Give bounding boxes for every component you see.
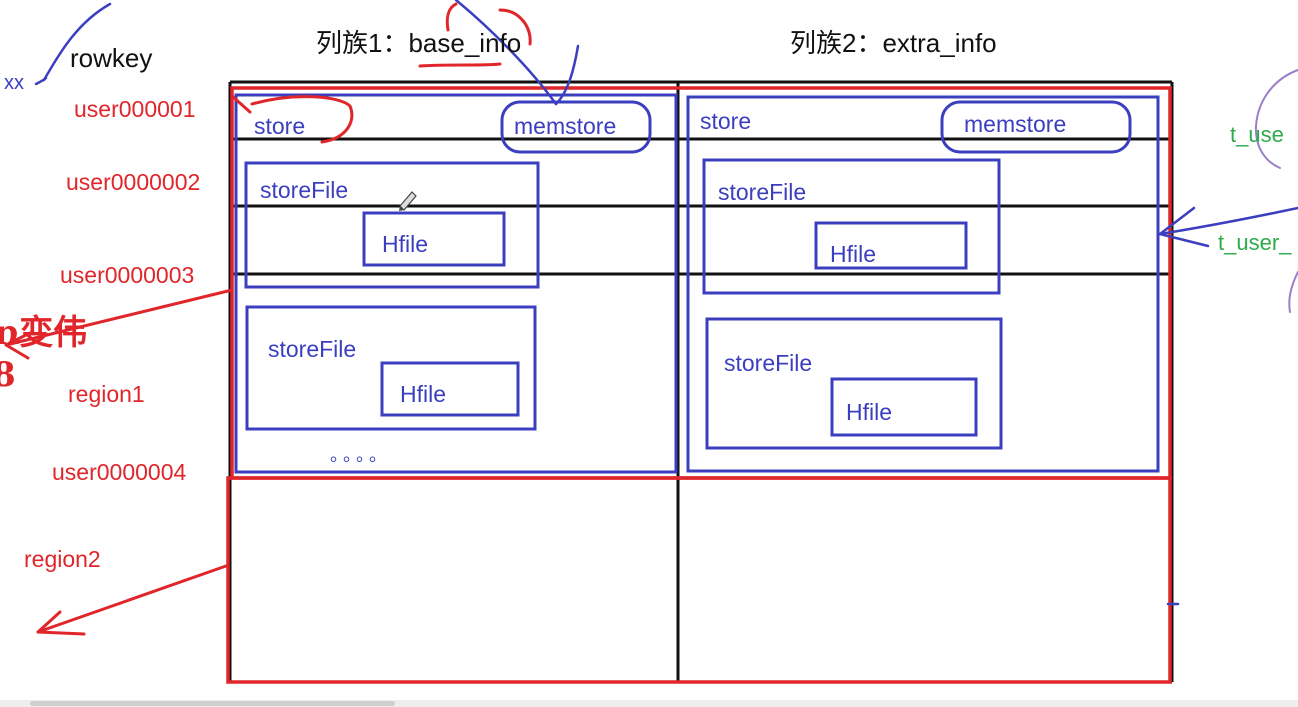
cf2-hfile2-label: Hfile xyxy=(846,399,893,425)
store-box-cf1 xyxy=(234,93,678,474)
region2-label: region2 xyxy=(24,546,101,572)
left-digit-fragment: 8 xyxy=(0,355,16,395)
rowkey-user2: user0000002 xyxy=(66,169,201,195)
cf2-storefile2-label: storeFile xyxy=(724,350,813,376)
right-pointer-line xyxy=(1158,206,1298,236)
right-arrow-head xyxy=(1158,206,1210,248)
right-top-label: t_use xyxy=(1230,122,1284,147)
stores xyxy=(234,93,1160,474)
cf2-header: 列族2：extra_info xyxy=(790,28,997,58)
cf1-memstore-label: memstore xyxy=(514,113,617,139)
rowkey-user1: user000001 xyxy=(74,96,196,122)
cf1-header: 列族1：base_info xyxy=(316,28,522,58)
storefile-box-cf2-2 xyxy=(705,317,1003,450)
horizontal-scrollbar[interactable] xyxy=(0,700,1298,707)
store-box-cf2 xyxy=(686,95,1160,473)
row1-tick xyxy=(230,94,252,114)
hfile-box-cf2-2 xyxy=(830,377,978,437)
cf1-storefile2-label: storeFile xyxy=(268,336,357,362)
region1-pointer-line xyxy=(4,288,234,347)
cf1-hfile2-label: Hfile xyxy=(400,381,447,407)
region1-label: region1 xyxy=(68,381,145,407)
cf2-store-label: store xyxy=(700,108,752,134)
region2-arrow-line xyxy=(36,564,228,634)
region2-box xyxy=(226,476,1172,684)
hfile-box-cf1-1 xyxy=(362,211,506,267)
region2-arrow-head xyxy=(36,610,86,636)
cf1-ellipsis: 。。。。 xyxy=(330,445,391,465)
memstore-curve-1 xyxy=(454,0,558,106)
cf1-hfile1-label: Hfile xyxy=(382,231,429,257)
scrollbar-thumb[interactable] xyxy=(30,701,395,706)
hfile-box-cf2-1 xyxy=(814,221,968,270)
right-mid-label: t_user_ xyxy=(1218,230,1292,255)
green-annotations xyxy=(1254,69,1298,313)
regions xyxy=(226,86,1172,684)
storefile-box-cf2-1 xyxy=(702,158,1001,295)
red-annotations xyxy=(4,2,532,636)
region1-box xyxy=(230,86,1172,480)
rowkey-curve xyxy=(42,2,112,82)
pencil-icon xyxy=(399,191,417,211)
rowkey-label: rowkey xyxy=(70,43,153,73)
memstore-curve-2 xyxy=(554,44,580,106)
hfile-box-cf1-2 xyxy=(380,361,520,417)
memstore-box-cf2 xyxy=(940,100,1132,154)
region1-arrow-head xyxy=(4,331,32,360)
rowkey-user4: user0000004 xyxy=(52,459,187,485)
xx-tick xyxy=(34,76,48,86)
rowkey-user3: user0000003 xyxy=(60,262,195,288)
right-curve-1 xyxy=(1254,69,1298,169)
cf2-hfile1-label: Hfile xyxy=(830,241,877,267)
cf1-storefile1-label: storeFile xyxy=(260,177,349,203)
blue-annotations xyxy=(34,0,1298,606)
cf2-storefile1-label: storeFile xyxy=(718,179,807,205)
cf2-memstore-label: memstore xyxy=(964,111,1067,137)
store-scribble xyxy=(250,95,354,144)
left-chinese-fragment: ռ变伟 xyxy=(0,313,88,353)
header-scribble xyxy=(418,2,532,68)
memstore-box-cf1 xyxy=(500,100,652,154)
left-xx-label: xx xyxy=(4,72,24,94)
right-curve-2 xyxy=(1288,271,1298,313)
cf1-store-label: store xyxy=(254,113,306,139)
storefile-box-cf1-1 xyxy=(244,161,540,289)
table-grid xyxy=(228,80,1174,684)
storefile-box-cf1-2 xyxy=(245,305,537,431)
